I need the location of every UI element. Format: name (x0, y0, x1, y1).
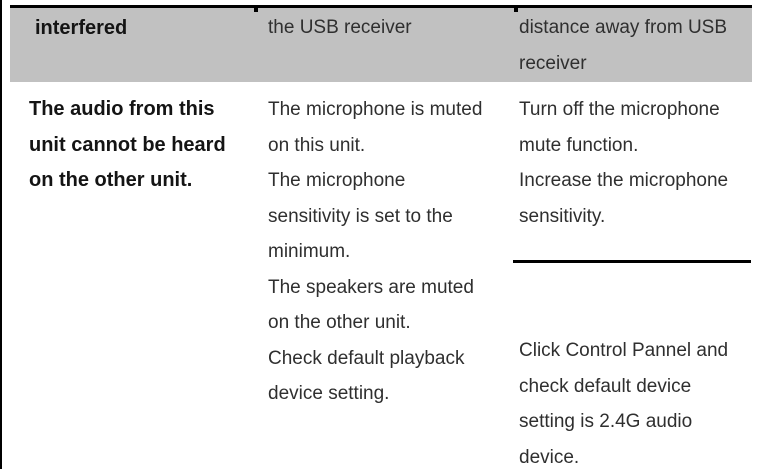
page-left-border-line (0, 0, 2, 469)
symptom-text: The audio from this unit cannot be heard… (29, 98, 226, 191)
header-solution-label: distance away from USB receiver (519, 17, 728, 74)
solution-text: Turn off the microphone mute function. (519, 99, 720, 156)
cell-symptom: The audio from this unit cannot be heard… (10, 92, 255, 469)
cause-text: The microphone is muted on this unit. (268, 99, 483, 156)
header-cause-label: the USB receiver (268, 17, 412, 38)
cause-text: The speakers are muted on the other unit… (268, 276, 474, 334)
header-symptom-label: interfered (35, 17, 128, 39)
table-header-row: interfered the USB receiver distance awa… (10, 8, 752, 82)
header-cell-solution: distance away from USB receiver (515, 10, 752, 82)
cause-text: The microphone sensitivity is set to the… (268, 170, 453, 262)
cause-text: Check default playback device setting. (268, 347, 465, 405)
cell-causes: The microphone is muted on this unit. Th… (255, 92, 515, 469)
horizontal-divider-line (513, 260, 751, 263)
header-cell-symptom: interfered (10, 10, 255, 82)
table-body-row: The audio from this unit cannot be heard… (10, 82, 752, 469)
solution-text: Increase the microphone sensitivity. (519, 170, 729, 227)
header-cell-cause: the USB receiver (255, 10, 515, 82)
troubleshooting-table: interfered the USB receiver distance awa… (10, 5, 752, 469)
cell-solutions: Turn off the microphone mute function. I… (513, 92, 752, 469)
column-divider-tick (514, 8, 518, 12)
column-divider-tick (254, 8, 258, 12)
solution-text: Click Control Pannel and check default d… (519, 340, 729, 468)
